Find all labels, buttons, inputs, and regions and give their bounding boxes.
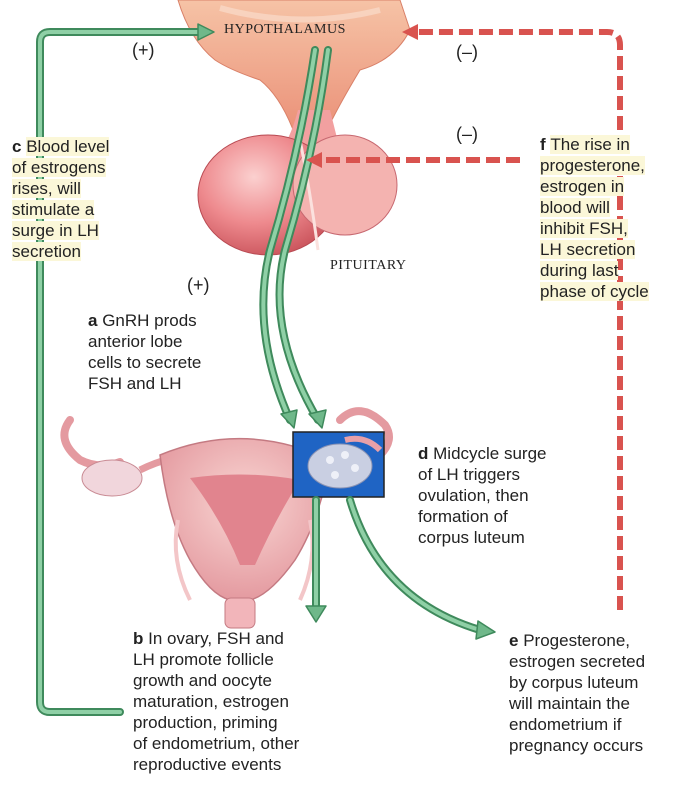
step-a-letter: a: [88, 311, 97, 330]
step-d-letter: d: [418, 444, 428, 463]
step-a-text: a GnRH prods anterior lobe cells to secr…: [88, 310, 201, 394]
step-b-line: In ovary, FSH and: [148, 629, 284, 648]
hypothalamus-label: HYPOTHALAMUS: [224, 22, 346, 38]
step-c-letter: c: [12, 137, 21, 156]
step-e-line: will maintain the: [509, 693, 645, 714]
step-e-line: pregnancy occurs: [509, 735, 645, 756]
step-a-line: cells to secrete: [88, 352, 201, 373]
step-e-letter: e: [509, 631, 518, 650]
step-f-line: blood will: [540, 198, 610, 217]
step-d-line: of LH triggers: [418, 464, 547, 485]
step-a-line: anterior lobe: [88, 331, 201, 352]
step-e-line: estrogen secreted: [509, 651, 645, 672]
plus-sign-mid: (+): [187, 275, 210, 296]
step-f-line: estrogen in: [540, 177, 624, 196]
step-a-line: FSH and LH: [88, 373, 201, 394]
plus-sign-top: (+): [132, 40, 155, 61]
step-d-line: ovulation, then: [418, 485, 547, 506]
step-b-line: growth and oocyte: [133, 670, 299, 691]
step-c-line: Blood level: [26, 137, 109, 156]
step-b-letter: b: [133, 629, 143, 648]
step-a-line: GnRH prods: [102, 311, 196, 330]
ovary-inset: [293, 432, 384, 497]
step-f-line: inhibit FSH,: [540, 219, 628, 238]
step-d-text: d Midcycle surge of LH triggers ovulatio…: [418, 443, 547, 548]
step-c-text: c Blood level of estrogens rises, will s…: [12, 136, 109, 262]
step-b-text: b In ovary, FSH and LH promote follicle …: [133, 628, 299, 775]
step-e-line: endometrium if: [509, 714, 645, 735]
minus-sign-mid: (–): [456, 124, 478, 145]
step-f-text: f The rise in progesterone, estrogen in …: [540, 134, 649, 302]
step-e-text: e Progesterone, estrogen secreted by cor…: [509, 630, 645, 756]
step-d-line: formation of: [418, 506, 547, 527]
step-b-line: production, priming: [133, 712, 299, 733]
step-c-line: of estrogens: [12, 158, 106, 177]
step-f-line: phase of cycle: [540, 282, 649, 301]
step-e-line: by corpus luteum: [509, 672, 645, 693]
step-d-line: Midcycle surge: [433, 444, 546, 463]
step-f-letter: f: [540, 135, 546, 154]
step-c-line: secretion: [12, 242, 81, 261]
step-b-line: of endometrium, other: [133, 733, 299, 754]
step-c-line: surge in LH: [12, 221, 99, 240]
step-b-line: reproductive events: [133, 754, 299, 775]
step-c-line: stimulate a: [12, 200, 94, 219]
minus-sign-top: (–): [456, 42, 478, 63]
step-e-line: Progesterone,: [523, 631, 630, 650]
step-f-line: LH secretion: [540, 240, 635, 259]
step-f-line: progesterone,: [540, 156, 645, 175]
step-b-line: maturation, estrogen: [133, 691, 299, 712]
step-d-line: corpus luteum: [418, 527, 547, 548]
step-b-line: LH promote follicle: [133, 649, 299, 670]
step-f-line: during last: [540, 261, 618, 280]
step-f-line: The rise in: [550, 135, 629, 154]
step-c-line: rises, will: [12, 179, 81, 198]
pituitary-label: PITUITARY: [330, 258, 407, 274]
